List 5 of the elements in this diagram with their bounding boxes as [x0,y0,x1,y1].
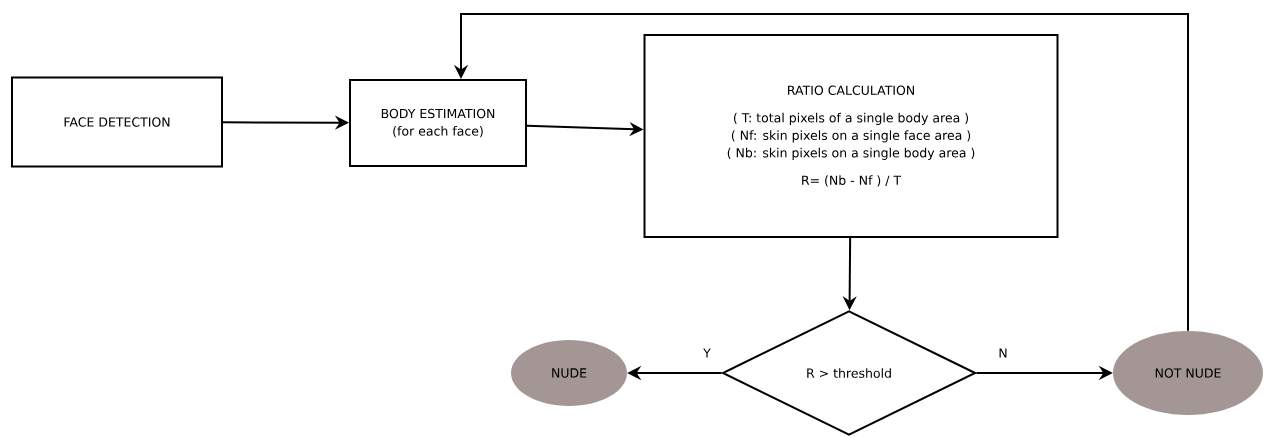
edge-label: Y [702,347,712,359]
edge-label: N [997,347,1009,359]
process-box: FACE DETECTION [11,76,223,168]
process-box: RATIO CALCULATION ( T: total pixels of a single body area ) ( Nf: skin pixels on a single face area ) ( Nb: skin pixels on a single body area ) R= (Nb - Nf ) / T [643,34,1059,238]
process-box: BODY ESTIMATION (for each face) [349,79,527,167]
